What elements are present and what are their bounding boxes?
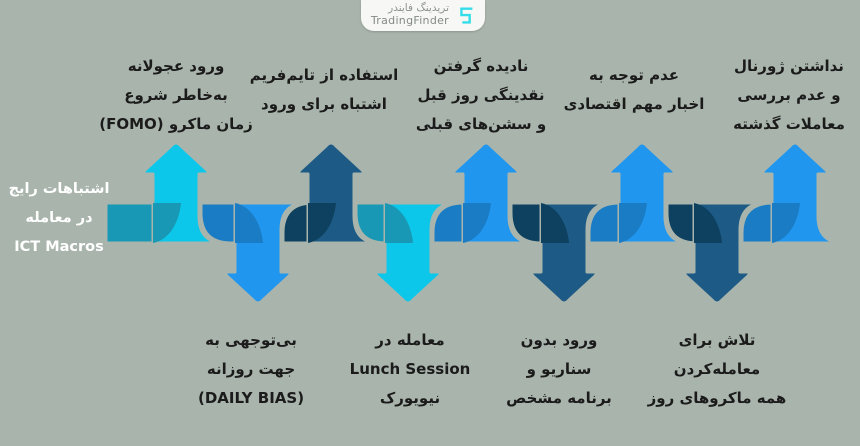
text-line: معامله در <box>375 331 445 349</box>
mistake-bottom-4: تلاش برای معامله‌کردن همه ماکروهای روز <box>632 326 802 413</box>
text-line: زمان ماکرو (FOMO) <box>99 115 253 133</box>
ribbon-fold-3 <box>308 203 336 243</box>
mistake-bottom-2: معامله در Lunch Session نیویورک <box>325 326 495 413</box>
ribbon-fold-9 <box>772 203 800 243</box>
mistake-bottom-1: بی‌توجهی به جهت روزانه (DAILY BIAS) <box>166 326 336 413</box>
tradingfinder-watermark: تریدینگ فایندر TradingFinder <box>361 0 485 31</box>
text-line: همه ماکروهای روز <box>647 389 787 407</box>
text-line: به‌خاطر شروع <box>124 86 228 104</box>
text-line: سناریو و <box>526 360 592 378</box>
logo-text-fa: تریدینگ فایندر <box>388 2 449 15</box>
text-line: اخبار مهم اقتصادی <box>563 95 705 113</box>
text-line: نادیده گرفتن <box>433 57 529 75</box>
text-line: ورود عجولانه <box>127 57 225 75</box>
ribbon-fold-1 <box>153 203 181 243</box>
text-line: نیویورک <box>379 389 441 407</box>
mistake-top-4: عدم توجه به اخبار مهم اقتصادی <box>549 61 719 119</box>
text-line: ورود بدون <box>520 331 598 349</box>
tradingfinder-logo-icon <box>455 5 477 27</box>
ribbon-fold-5 <box>463 203 491 243</box>
text-line: و عدم بررسی <box>737 86 841 104</box>
ribbon-fold-4 <box>385 203 413 243</box>
mistake-bottom-3: ورود بدون سناریو و برنامه مشخص <box>474 326 644 413</box>
title-line: در معامله <box>25 210 93 226</box>
ribbon-fold-6 <box>541 203 569 243</box>
main-title: اشتباهات رایج در معامله ICT Macros <box>0 175 118 262</box>
text-line: نداشتن ژورنال <box>734 57 844 75</box>
text-line: و سشن‌های قبلی <box>415 115 547 133</box>
title-line: ICT Macros <box>14 239 104 255</box>
mistake-top-1: ورود عجولانه به‌خاطر شروع زمان ماکرو (FO… <box>91 52 261 139</box>
title-line: اشتباهات رایج <box>8 181 110 197</box>
logo-text-en: TradingFinder <box>370 14 449 28</box>
text-line: عدم توجه به <box>588 66 680 84</box>
text-line: نقدینگی روز قبل <box>417 86 545 104</box>
text-line: معاملات گذشته <box>733 115 845 133</box>
text-line: بی‌توجهی به <box>205 331 297 349</box>
ribbon-fold-2 <box>235 203 263 243</box>
logo-text: تریدینگ فایندر TradingFinder <box>371 3 449 27</box>
mistake-top-2: استفاده از تایم‌فریم اشتباه برای ورود <box>239 61 409 119</box>
text-line: (DAILY BIAS) <box>197 389 305 407</box>
text-line: برنامه مشخص <box>506 389 612 407</box>
ribbon-fold-7 <box>619 203 647 243</box>
mistake-top-5: نداشتن ژورنال و عدم بررسی معاملات گذشته <box>704 52 860 139</box>
text-line: اشتباه برای ورود <box>261 95 387 113</box>
ribbon-fold-8 <box>694 203 722 243</box>
text-line: معامله‌کردن <box>673 360 761 378</box>
text-line: تلاش برای <box>678 331 756 349</box>
text-line: Lunch Session <box>349 360 471 378</box>
mistake-top-3: نادیده گرفتن نقدینگی روز قبل و سشن‌های ق… <box>396 52 566 139</box>
text-line: جهت روزانه <box>206 360 296 378</box>
text-line: استفاده از تایم‌فریم <box>249 66 399 84</box>
